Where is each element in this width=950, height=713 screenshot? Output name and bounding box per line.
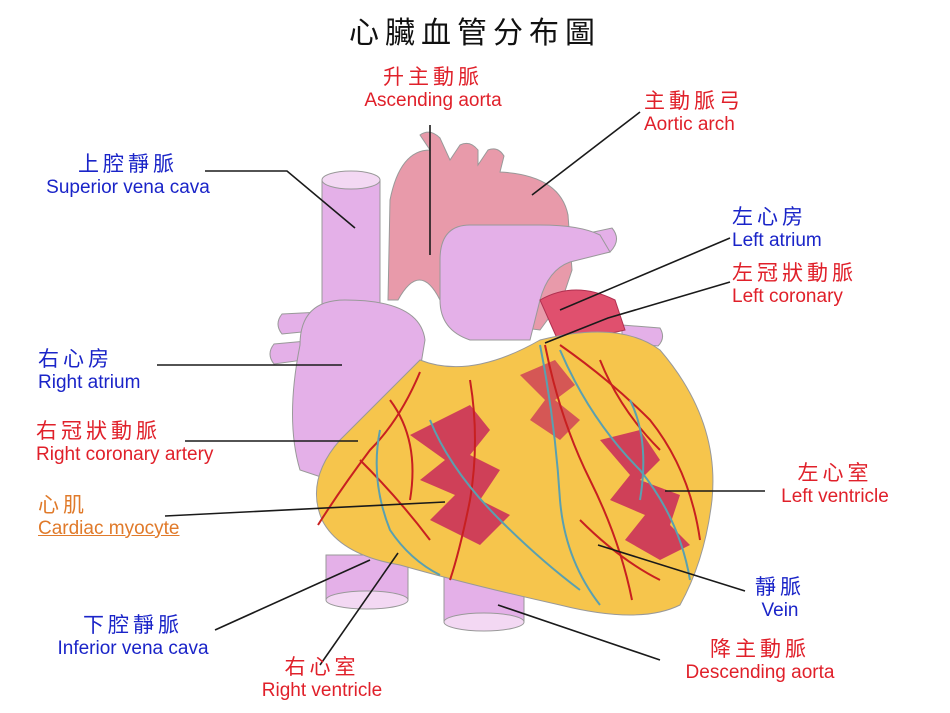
leader-left-atrium xyxy=(559,237,731,311)
superior-vena-cava-opening xyxy=(321,170,381,190)
label-left-atrium-zh: 左心房 xyxy=(732,205,807,229)
label-cardiac-myocyte-zh: 心肌 xyxy=(38,493,88,517)
coronary-artery-1 xyxy=(317,371,421,526)
label-aortic-arch-zh: 主動脈弓 xyxy=(644,89,744,113)
label-inferior-vena-cava-en: Inferior vena cava xyxy=(57,637,209,659)
label-descending-aorta-en: Descending aorta xyxy=(685,661,835,683)
label-right-ventricle: 右心室 Right ventricle xyxy=(232,655,412,701)
label-right-atrium-en: Right atrium xyxy=(38,371,141,393)
label-ascending-aorta-zh: 升主動脈 xyxy=(383,65,483,89)
pulmonary-artery-shape xyxy=(439,224,611,341)
label-left-coronary-zh: 左冠狀動脈 xyxy=(732,261,857,285)
label-right-coronary-artery: 右冠狀動脈 Right coronary artery xyxy=(36,419,214,465)
cardiac-vein-3 xyxy=(429,419,581,591)
coronary-artery-4 xyxy=(449,379,476,581)
leader-lines xyxy=(157,111,765,666)
label-descending-aorta-zh: 降主動脈 xyxy=(710,637,810,661)
label-vein-en: Vein xyxy=(761,599,799,621)
myocardium-shape xyxy=(315,331,714,616)
leader-superior-vena-cava xyxy=(205,170,356,229)
coronary-artery-2 xyxy=(544,344,633,601)
leader-vein xyxy=(597,544,746,592)
label-superior-vena-cava-zh: 上腔靜脈 xyxy=(78,152,178,176)
label-aortic-arch: 主動脈弓 Aortic arch xyxy=(644,89,744,135)
label-cardiac-myocyte-en: Cardiac myocyte xyxy=(38,517,180,539)
leader-aortic-arch xyxy=(531,111,641,196)
label-inferior-vena-cava: 下腔靜脈 Inferior vena cava xyxy=(28,613,238,659)
cardiac-vein-2 xyxy=(559,349,691,581)
leader-right-ventricle xyxy=(319,552,399,666)
label-right-atrium-zh: 右心房 xyxy=(38,347,113,371)
label-cardiac-myocyte: 心肌 Cardiac myocyte xyxy=(38,493,180,539)
label-superior-vena-cava: 上腔靜脈 Superior vena cava xyxy=(18,152,238,198)
label-left-coronary-en: Left coronary xyxy=(732,285,843,307)
coronary-artery-6 xyxy=(389,399,414,501)
label-left-atrium: 左心房 Left atrium xyxy=(732,205,822,251)
cardiac-vein-1 xyxy=(539,344,601,606)
label-superior-vena-cava-en: Superior vena cava xyxy=(46,176,210,198)
left-ventricle-interior xyxy=(600,430,690,560)
coronary-artery-3 xyxy=(559,344,701,541)
label-right-ventricle-en: Right ventricle xyxy=(261,679,383,701)
label-left-ventricle-en: Left ventricle xyxy=(781,485,889,507)
label-inferior-vena-cava-zh: 下腔靜脈 xyxy=(83,613,183,637)
leader-cardiac-myocyte xyxy=(164,501,446,517)
label-ascending-aorta-en: Ascending aorta xyxy=(364,89,502,111)
leader-left-coronary xyxy=(544,281,731,344)
label-left-ventricle-zh: 左心室 xyxy=(797,461,873,485)
label-left-ventricle: 左心室 Left ventricle xyxy=(760,461,910,507)
label-left-coronary: 左冠狀動脈 Left coronary xyxy=(732,261,857,307)
leader-inferior-vena-cava xyxy=(214,559,371,631)
descending-aorta-opening xyxy=(443,612,525,632)
coronary-artery-8 xyxy=(579,519,661,581)
label-left-atrium-en: Left atrium xyxy=(732,229,822,251)
coronary-artery-5 xyxy=(599,359,661,451)
label-ascending-aorta: 升主動脈 Ascending aorta xyxy=(328,65,538,111)
leader-descending-aorta xyxy=(497,604,661,661)
label-descending-aorta: 降主動脈 Descending aorta xyxy=(660,637,860,683)
label-aortic-arch-en: Aortic arch xyxy=(644,113,735,135)
label-right-coronary-artery-en: Right coronary artery xyxy=(36,443,214,465)
cardiac-vein-4 xyxy=(375,429,441,576)
coronary-artery-7 xyxy=(359,459,431,541)
label-right-atrium: 右心房 Right atrium xyxy=(38,347,141,393)
diagram-title: 心臟血管分布圖 xyxy=(349,16,601,51)
label-vein: 靜脈 Vein xyxy=(735,575,825,621)
coronary-arteries xyxy=(317,344,701,601)
label-right-ventricle-zh: 右心室 xyxy=(284,655,360,679)
inferior-vena-cava-opening xyxy=(325,590,409,610)
label-right-coronary-artery-zh: 右冠狀動脈 xyxy=(36,419,161,443)
label-vein-zh: 靜脈 xyxy=(755,575,805,599)
cardiac-veins xyxy=(375,344,691,606)
cardiac-vein-5 xyxy=(629,399,645,501)
